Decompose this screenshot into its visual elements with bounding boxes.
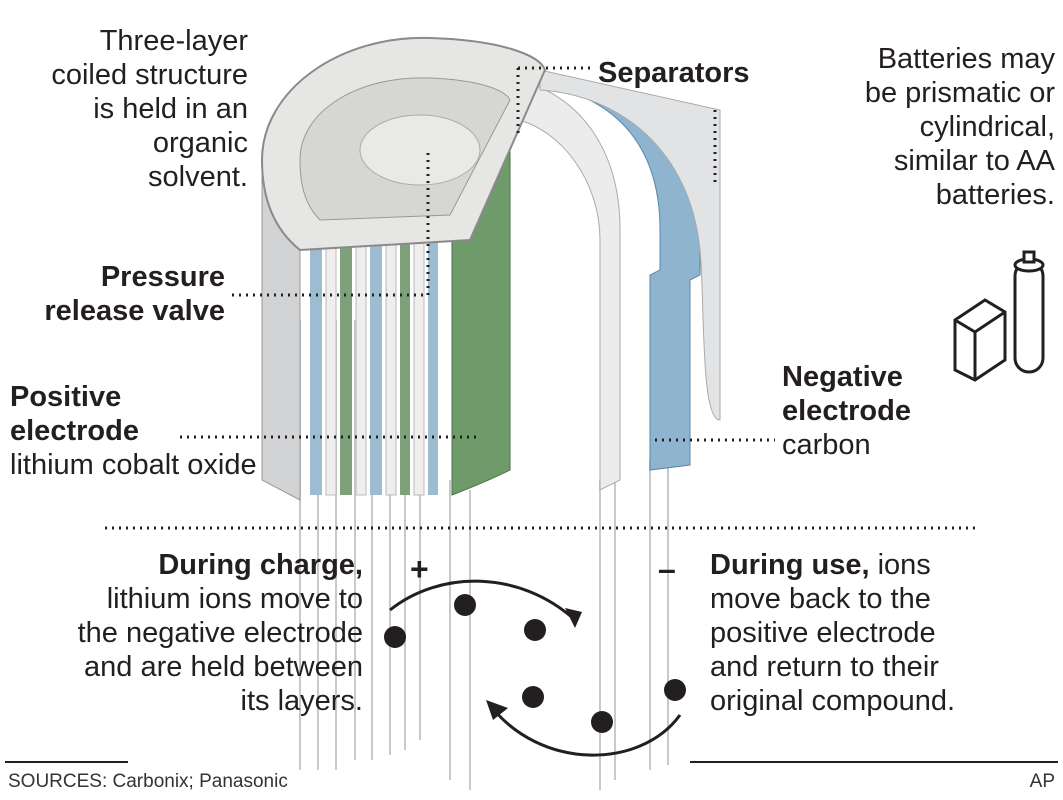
ion-dot: [522, 686, 544, 708]
arrow-head: [486, 700, 508, 720]
ion-dot: [524, 619, 546, 641]
pressure-valve: [359, 114, 481, 186]
plus-sign: +: [410, 551, 429, 587]
leader-lines: [105, 66, 975, 530]
separators-label: Separators: [598, 57, 750, 89]
ion-dot: [664, 679, 686, 701]
ion-dot: [591, 711, 613, 733]
minus-sign: –: [658, 551, 676, 587]
arrow-head: [565, 608, 582, 628]
separator-sheet: [517, 79, 621, 491]
sources-credit: SOURCES: Carbonix; Panasonic: [8, 771, 288, 792]
electrode-strips: [299, 320, 669, 790]
ion-dot: [384, 626, 406, 648]
right-separator: [539, 69, 721, 421]
ion-diagram: [384, 579, 686, 757]
ion-dot: [454, 594, 476, 616]
layers: [310, 155, 438, 496]
agency-credit: AP: [1029, 771, 1055, 792]
battery-shapes-icon: [953, 250, 1045, 382]
